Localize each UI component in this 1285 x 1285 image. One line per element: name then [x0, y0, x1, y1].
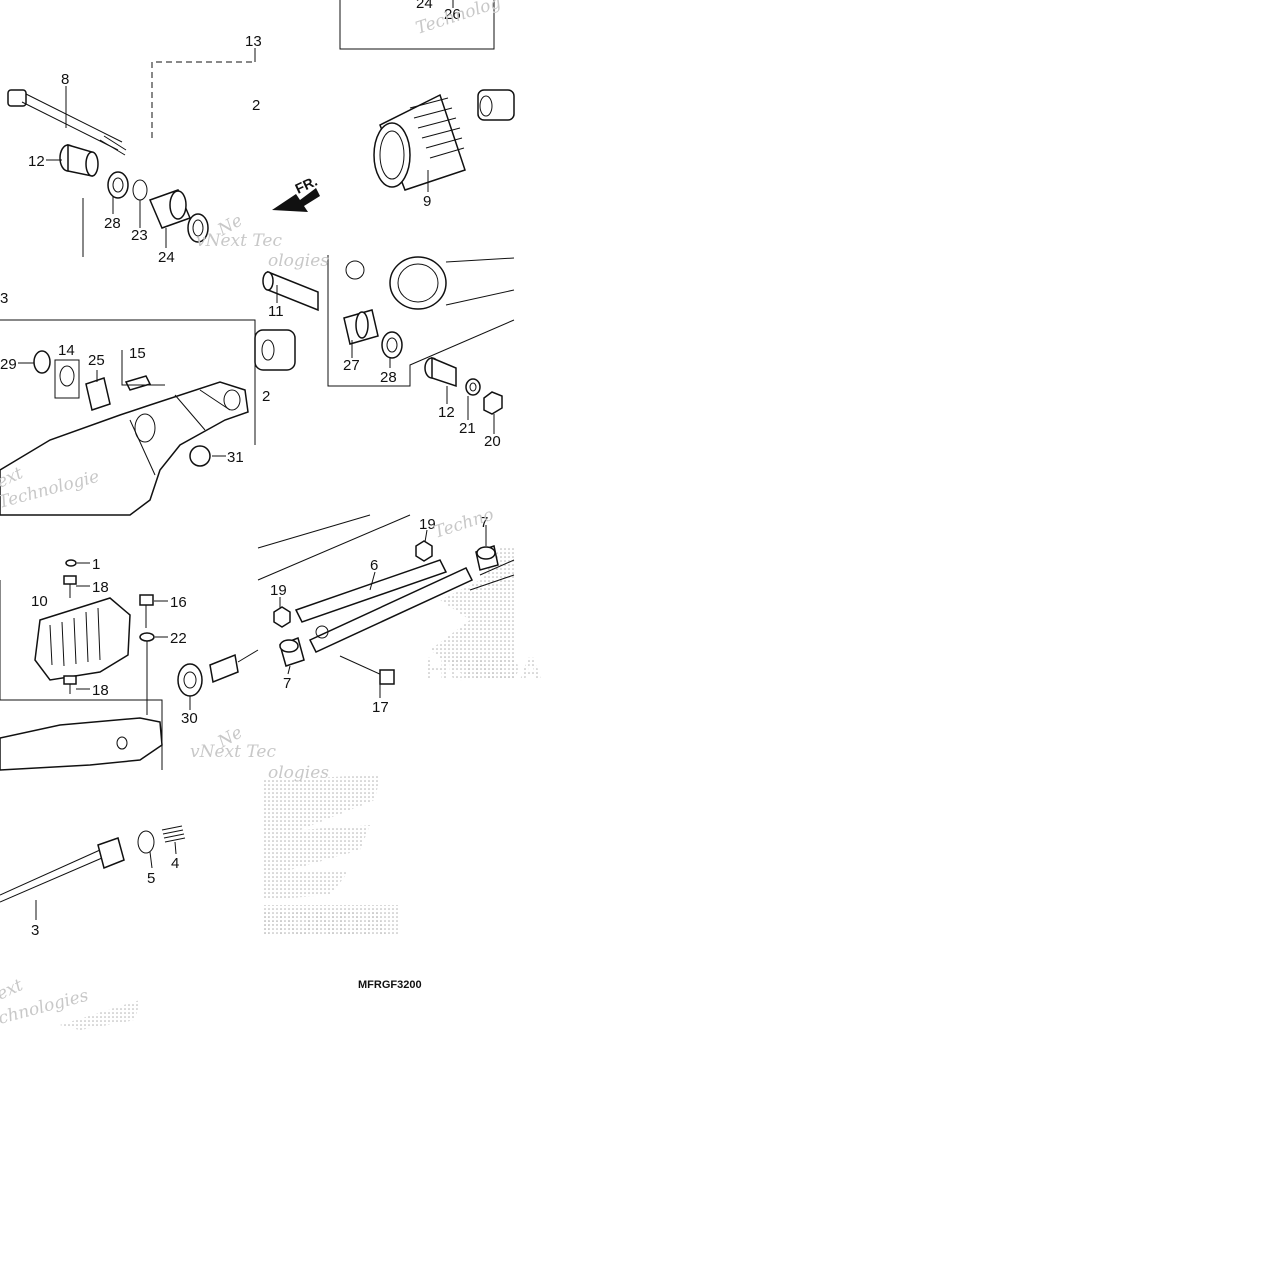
- drive-shaft-3: [0, 837, 125, 903]
- callout-14: 14: [58, 342, 75, 359]
- collar-12-top: [59, 144, 99, 177]
- honda-logo-text-right: HONDA: [425, 651, 542, 687]
- bushing-27: [343, 309, 379, 345]
- circlip-23: [132, 179, 148, 201]
- nut-19-left: [273, 606, 291, 628]
- callout-7-right: 7: [480, 514, 488, 531]
- honda-logo-text: HONDA: [262, 905, 387, 943]
- watermark-ext-bottom: ext: [0, 975, 26, 1004]
- circlip-14: [54, 359, 80, 399]
- bearing-28-mid: [381, 331, 403, 359]
- washer-21: [465, 378, 481, 396]
- callout-17: 17: [372, 699, 389, 716]
- callout-28-mid: 28: [380, 369, 397, 386]
- callout-6: 6: [370, 557, 378, 574]
- guard-10: [34, 597, 131, 681]
- callout-19-right: 19: [419, 516, 436, 533]
- link-rod-6: [294, 559, 474, 653]
- callout-11: 11: [268, 303, 284, 320]
- honda-wing-logo-bottom: [60, 1000, 140, 1030]
- seal-top: [187, 213, 209, 243]
- spring-4: [161, 825, 186, 843]
- oil-seal-5: [137, 830, 155, 854]
- bolt-18-top: [63, 575, 77, 598]
- collar-7-left: [279, 636, 305, 667]
- nut-19-right: [415, 540, 433, 562]
- callout-5: 5: [147, 870, 155, 887]
- callout-7-left: 7: [283, 675, 291, 692]
- watermark-vnext-tec-mid: vNext Tec: [190, 742, 276, 762]
- collar-7-right: [475, 545, 499, 571]
- watermark-ologies-mid: ologies: [268, 763, 329, 783]
- callout-16: 16: [170, 594, 187, 611]
- callout-12-top: 12: [28, 153, 45, 170]
- callout-19-left: 19: [270, 582, 287, 599]
- callout-21: 21: [459, 420, 476, 437]
- seal-30: [177, 663, 203, 697]
- swingarm-pivot-housing: [345, 256, 515, 310]
- callout-29: 29: [0, 356, 17, 373]
- callout-26: 26: [444, 6, 461, 23]
- callout-31: 31: [227, 449, 244, 466]
- callout-12-mid: 12: [438, 404, 455, 421]
- pivot-bolt-8: [7, 89, 127, 156]
- callout-22: 22: [170, 630, 187, 647]
- callout-25: 25: [88, 352, 105, 369]
- adjusting-nut-9: [373, 93, 466, 191]
- callout-4: 4: [171, 855, 179, 872]
- callout-27: 27: [343, 357, 360, 374]
- callout-2-top: 2: [252, 97, 260, 114]
- callout-30: 30: [181, 710, 198, 727]
- watermark-techno-right: Techno: [431, 505, 496, 543]
- callout-23: 23: [131, 227, 148, 244]
- callout-2-mid: 2: [262, 388, 270, 405]
- washer-22: [139, 632, 155, 715]
- bolt-16: [139, 594, 154, 628]
- universal-joint-2: [254, 329, 296, 371]
- shaft-splines-mid: [209, 649, 259, 684]
- callout-15: 15: [129, 345, 146, 362]
- part-code-label: MFRGF3200: [358, 979, 422, 991]
- callout-28-top: 28: [104, 215, 121, 232]
- callout-18-top: 18: [92, 579, 109, 596]
- callout-3-top: 3: [0, 290, 8, 307]
- callout-13: 13: [245, 33, 262, 50]
- key-15: [121, 350, 165, 391]
- callout-20: 20: [484, 433, 501, 450]
- callout-18-bottom: 18: [92, 682, 109, 699]
- callout-9: 9: [423, 193, 431, 210]
- bolt-17: [339, 655, 395, 685]
- swingarm-lower: [0, 717, 163, 771]
- callout-labels: 24 26 13 8 2 12 9 28 23 24 3 11 14 15 25…: [0, 0, 501, 939]
- bearing-28-top: [107, 171, 129, 199]
- collar-12-mid: [424, 356, 457, 388]
- link-lower-arm: [257, 514, 515, 591]
- callout-24-mid: 24: [158, 249, 175, 266]
- callout-24-top: 24: [416, 0, 433, 12]
- callout-10: 10: [31, 593, 48, 610]
- watermark-vnext-tec-top: vNext Tec: [196, 231, 282, 251]
- collar-11: [262, 270, 319, 312]
- universal-joint-top: [477, 89, 515, 121]
- nut-20: [483, 391, 503, 415]
- bolt-18-bottom: [63, 675, 77, 694]
- cap-1: [65, 559, 77, 567]
- watermark-ologies-top: ologies: [268, 251, 329, 271]
- leader-lines: [18, 0, 495, 920]
- bushing-24-top: [148, 189, 192, 229]
- callout-8: 8: [61, 71, 69, 88]
- plug-31: [189, 445, 211, 467]
- honda-wing-logo-right: [430, 548, 514, 680]
- honda-wing-logo-large: [262, 775, 400, 935]
- swingarm-body: [0, 381, 249, 516]
- front-arrow: [272, 188, 320, 212]
- bushing-25: [85, 377, 111, 411]
- bracket-frames: [0, 0, 515, 770]
- callout-3: 3: [31, 922, 39, 939]
- callout-1: 1: [92, 556, 100, 573]
- seal-29: [33, 350, 51, 374]
